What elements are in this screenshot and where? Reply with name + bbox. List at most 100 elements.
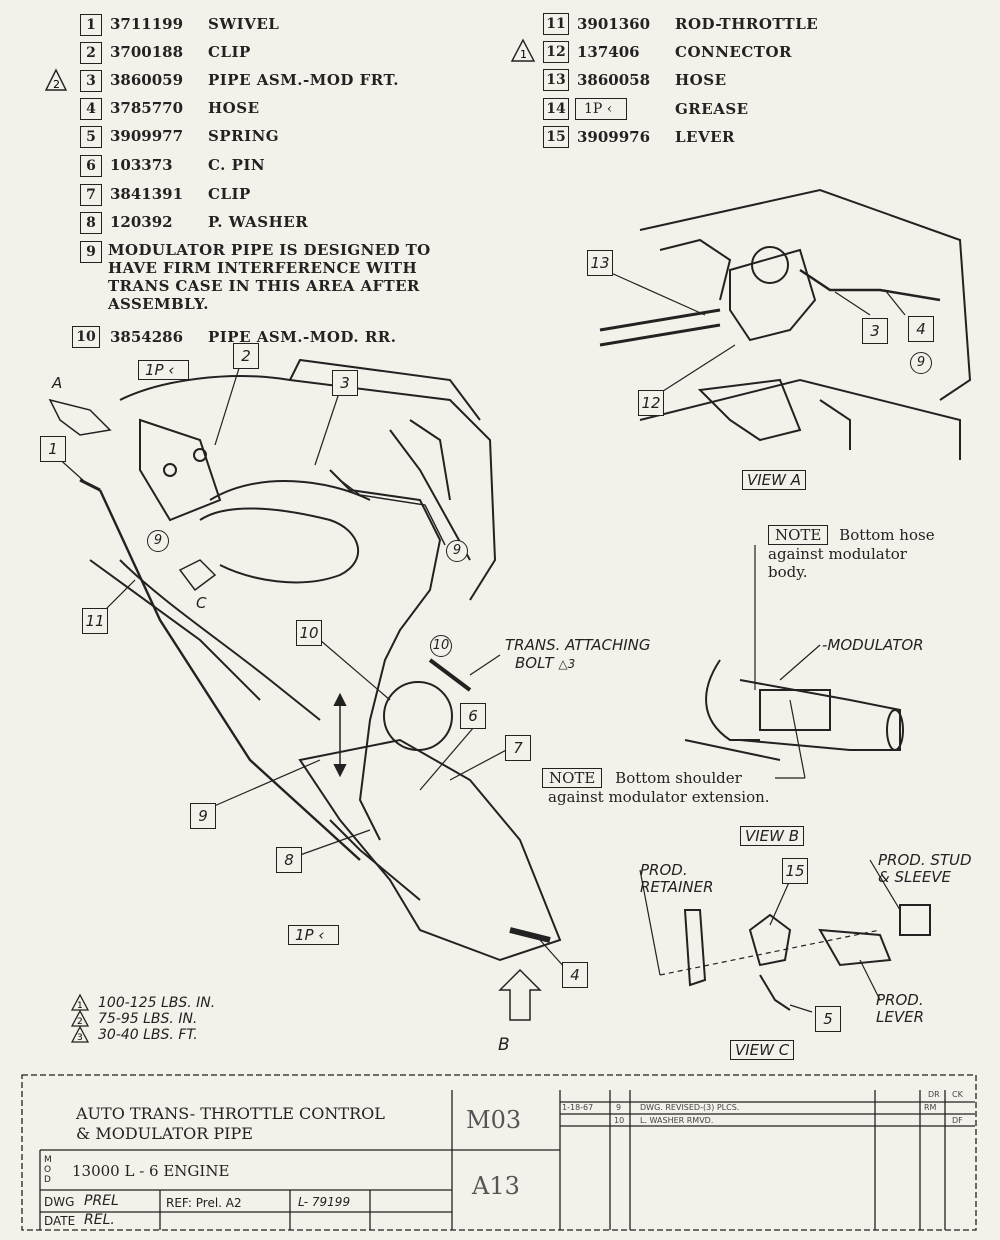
part-row: 14 (543, 98, 569, 120)
grease-code: 1P (584, 101, 603, 117)
note-text: body. (768, 563, 808, 581)
label-line: TRANS. ATTACHING (505, 636, 651, 654)
prod-lever-label: PROD. LEVER (876, 992, 924, 1026)
part-number-box: 15 (543, 126, 569, 148)
part-desc: C. PIN (208, 156, 266, 174)
view-letter-c: C (196, 594, 207, 612)
note-label: NOTE (542, 768, 603, 788)
torque-legend-triangles (70, 993, 90, 1043)
chevron-left-icon: ‹ (168, 361, 175, 379)
note-ref-9-circle: 9 (446, 540, 468, 562)
svg-text:2: 2 (77, 1017, 83, 1027)
note-bottom-shoulder: NOTE Bottom shoulder against modulator e… (542, 768, 770, 806)
view-a-leaders (599, 267, 906, 394)
callout-1: 1 (40, 436, 66, 462)
label-line: PROD. (640, 861, 688, 879)
label-line: PROD. STUD (878, 851, 972, 869)
svg-text:1: 1 (520, 48, 527, 61)
part-row: 11 (543, 13, 569, 35)
part-desc: LEVER (675, 128, 736, 146)
torque-ref-triangle: △3 (558, 657, 576, 671)
label-line: RETAINER (640, 878, 714, 896)
part-row: 2 (80, 42, 102, 64)
part-code: 3909977 (110, 127, 184, 145)
part-row: 7 (80, 184, 102, 206)
part-code: 3700188 (110, 43, 184, 61)
part-code: 3860059 (110, 71, 184, 89)
grease-code: 1P (295, 926, 314, 944)
callout-4: 4 (562, 962, 588, 988)
torque-value: 75-95 LBS. IN. (98, 1011, 198, 1027)
l-number: L- 79199 (298, 1195, 351, 1209)
part-desc: SPRING (208, 127, 280, 145)
part-row: 6 (80, 155, 102, 177)
note-ref-10-circle: 10 (430, 635, 452, 657)
ck-label: CK (952, 1090, 963, 1099)
part-desc: CLIP (208, 43, 251, 61)
part-number-box: 13 (543, 69, 569, 91)
part-row: 4 (80, 98, 102, 120)
part-number-box: 8 (80, 212, 102, 234)
dr-label: DR (928, 1090, 940, 1099)
grease-tag-top: 1P ‹ (138, 360, 190, 380)
part-number-box: 10 (72, 326, 100, 348)
part-row: 9 (80, 241, 102, 263)
callout-9: 9 (190, 803, 216, 829)
part-desc: GREASE (675, 100, 749, 118)
part-row: 15 (543, 126, 569, 148)
rev1-date: 1-18-67 (562, 1103, 594, 1112)
torque-value: 30-40 LBS. FT. (98, 1027, 198, 1043)
label-line: BOLT △3 (505, 654, 651, 672)
note-line: ASSEMBLY. (108, 295, 209, 313)
callout-13: 13 (587, 250, 613, 276)
title-line-2: & MODULATOR PIPE (76, 1124, 253, 1143)
note-line: MODULATOR PIPE IS DESIGNED TO (108, 241, 431, 259)
note-ref-9-circle: 9 (147, 530, 169, 552)
rev1-text: DWG. REVISED-(3) PLCS. (640, 1103, 740, 1112)
part-desc: CLIP (208, 185, 251, 203)
label-text: BOLT (515, 654, 554, 672)
part-desc: CONNECTOR (675, 43, 792, 61)
part-code: 3711199 (110, 15, 184, 33)
part-number-box: 2 (80, 42, 102, 64)
chevron-left-icon: ‹ (318, 926, 325, 944)
part-desc: PIPE ASM.-MOD. RR. (208, 328, 397, 346)
torque-ref: 3 (567, 657, 576, 671)
chevron-left-icon: ‹ (606, 101, 613, 117)
label-line: & SLEEVE (878, 868, 952, 886)
torque-ref-triangle: 1 (510, 38, 536, 62)
view-label-text: VIEW A (747, 471, 802, 489)
note-text: against modulator (768, 545, 907, 563)
part-row: 1 (80, 14, 102, 36)
view-a-label: VIEW A (742, 470, 807, 490)
part-row: 12 (543, 41, 569, 63)
code-top: M03 (466, 1106, 522, 1134)
callout-5: 5 (815, 1006, 841, 1032)
date-label: DATE (44, 1214, 76, 1228)
trans-bolt-label: TRANS. ATTACHING BOLT △3 (505, 636, 651, 672)
view-letter-a: A (52, 374, 63, 392)
part-code: 3909976 (577, 128, 651, 146)
callout-3: 3 (332, 370, 358, 396)
leader-lines (54, 364, 566, 969)
rev2-init: DF (952, 1116, 963, 1125)
part-desc: HOSE (208, 99, 260, 117)
torque-ref-triangle: 2 (44, 68, 68, 91)
grease-code: 1P (145, 361, 164, 379)
callout-3-view-a: 3 (862, 318, 888, 344)
note-text: against modulator extension. (548, 788, 770, 806)
grease-tag: 1P ‹ (575, 98, 628, 120)
callout-11: 11 (82, 608, 108, 634)
part-code: 3860058 (577, 71, 651, 89)
rev1-init: RM (924, 1103, 937, 1112)
view-letter-b: B (498, 1035, 510, 1055)
part-number-box: 7 (80, 184, 102, 206)
note-bottom-hose: NOTE Bottom hose against modulator body. (768, 525, 935, 581)
part-desc: PIPE ASM.-MOD FRT. (208, 71, 399, 89)
grease-tag-bottom: 1P ‹ (288, 925, 340, 945)
part-number-box: 4 (80, 98, 102, 120)
part-row: 10 (72, 326, 100, 348)
callout-15: 15 (782, 858, 808, 884)
label-line: PROD. (876, 991, 924, 1009)
part-code: 3841391 (110, 185, 184, 203)
